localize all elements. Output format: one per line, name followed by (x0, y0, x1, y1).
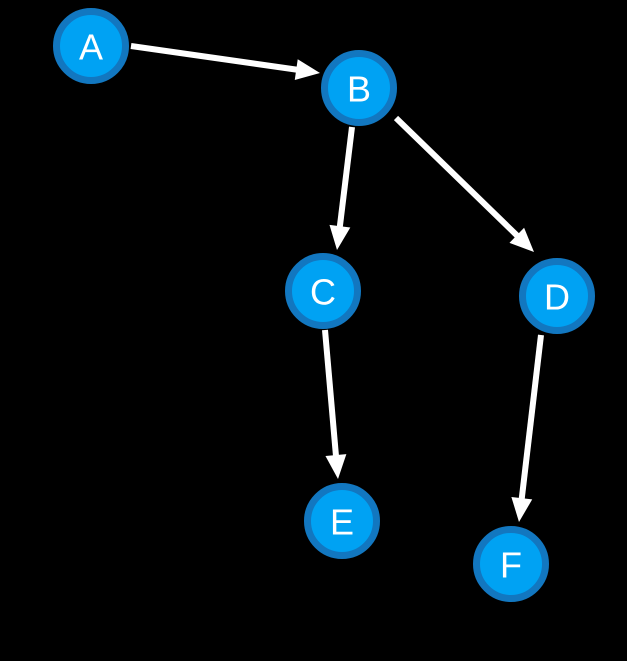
graph-node-b[interactable]: B (321, 50, 397, 126)
edge-c-e (322, 329, 347, 479)
graph-node-a[interactable]: A (53, 8, 129, 84)
node-label: E (330, 502, 354, 543)
edge-a-b (130, 43, 320, 81)
edge-line (322, 329, 340, 458)
node-label: D (544, 277, 570, 318)
arrowhead-icon (511, 496, 533, 522)
edge-b-c (329, 126, 355, 250)
edge-b-d (393, 115, 534, 252)
graph-node-e[interactable]: E (304, 483, 380, 559)
node-circle[interactable] (473, 526, 549, 602)
node-label: F (500, 545, 522, 586)
nodes-layer: A B C D E F (53, 8, 595, 602)
graph-node-c[interactable]: C (285, 253, 361, 329)
node-label: C (310, 272, 336, 313)
arrowhead-icon (325, 454, 347, 479)
graph-node-d[interactable]: D (519, 258, 595, 334)
node-label: B (347, 69, 371, 110)
node-circle[interactable] (53, 8, 129, 84)
edges-layer (130, 43, 544, 522)
node-circle[interactable] (321, 50, 397, 126)
node-circle[interactable] (285, 253, 361, 329)
edge-d-f (511, 334, 544, 522)
node-label: A (79, 27, 103, 68)
node-circle[interactable] (304, 483, 380, 559)
arrowhead-icon (329, 224, 351, 250)
arrowhead-icon (294, 59, 320, 81)
node-circle[interactable] (519, 258, 595, 334)
edge-line (518, 334, 544, 501)
arrowhead-icon (509, 227, 534, 252)
graph-node-f[interactable]: F (473, 526, 549, 602)
edge-line (393, 115, 521, 239)
edge-line (336, 126, 355, 229)
edge-line (130, 43, 299, 73)
